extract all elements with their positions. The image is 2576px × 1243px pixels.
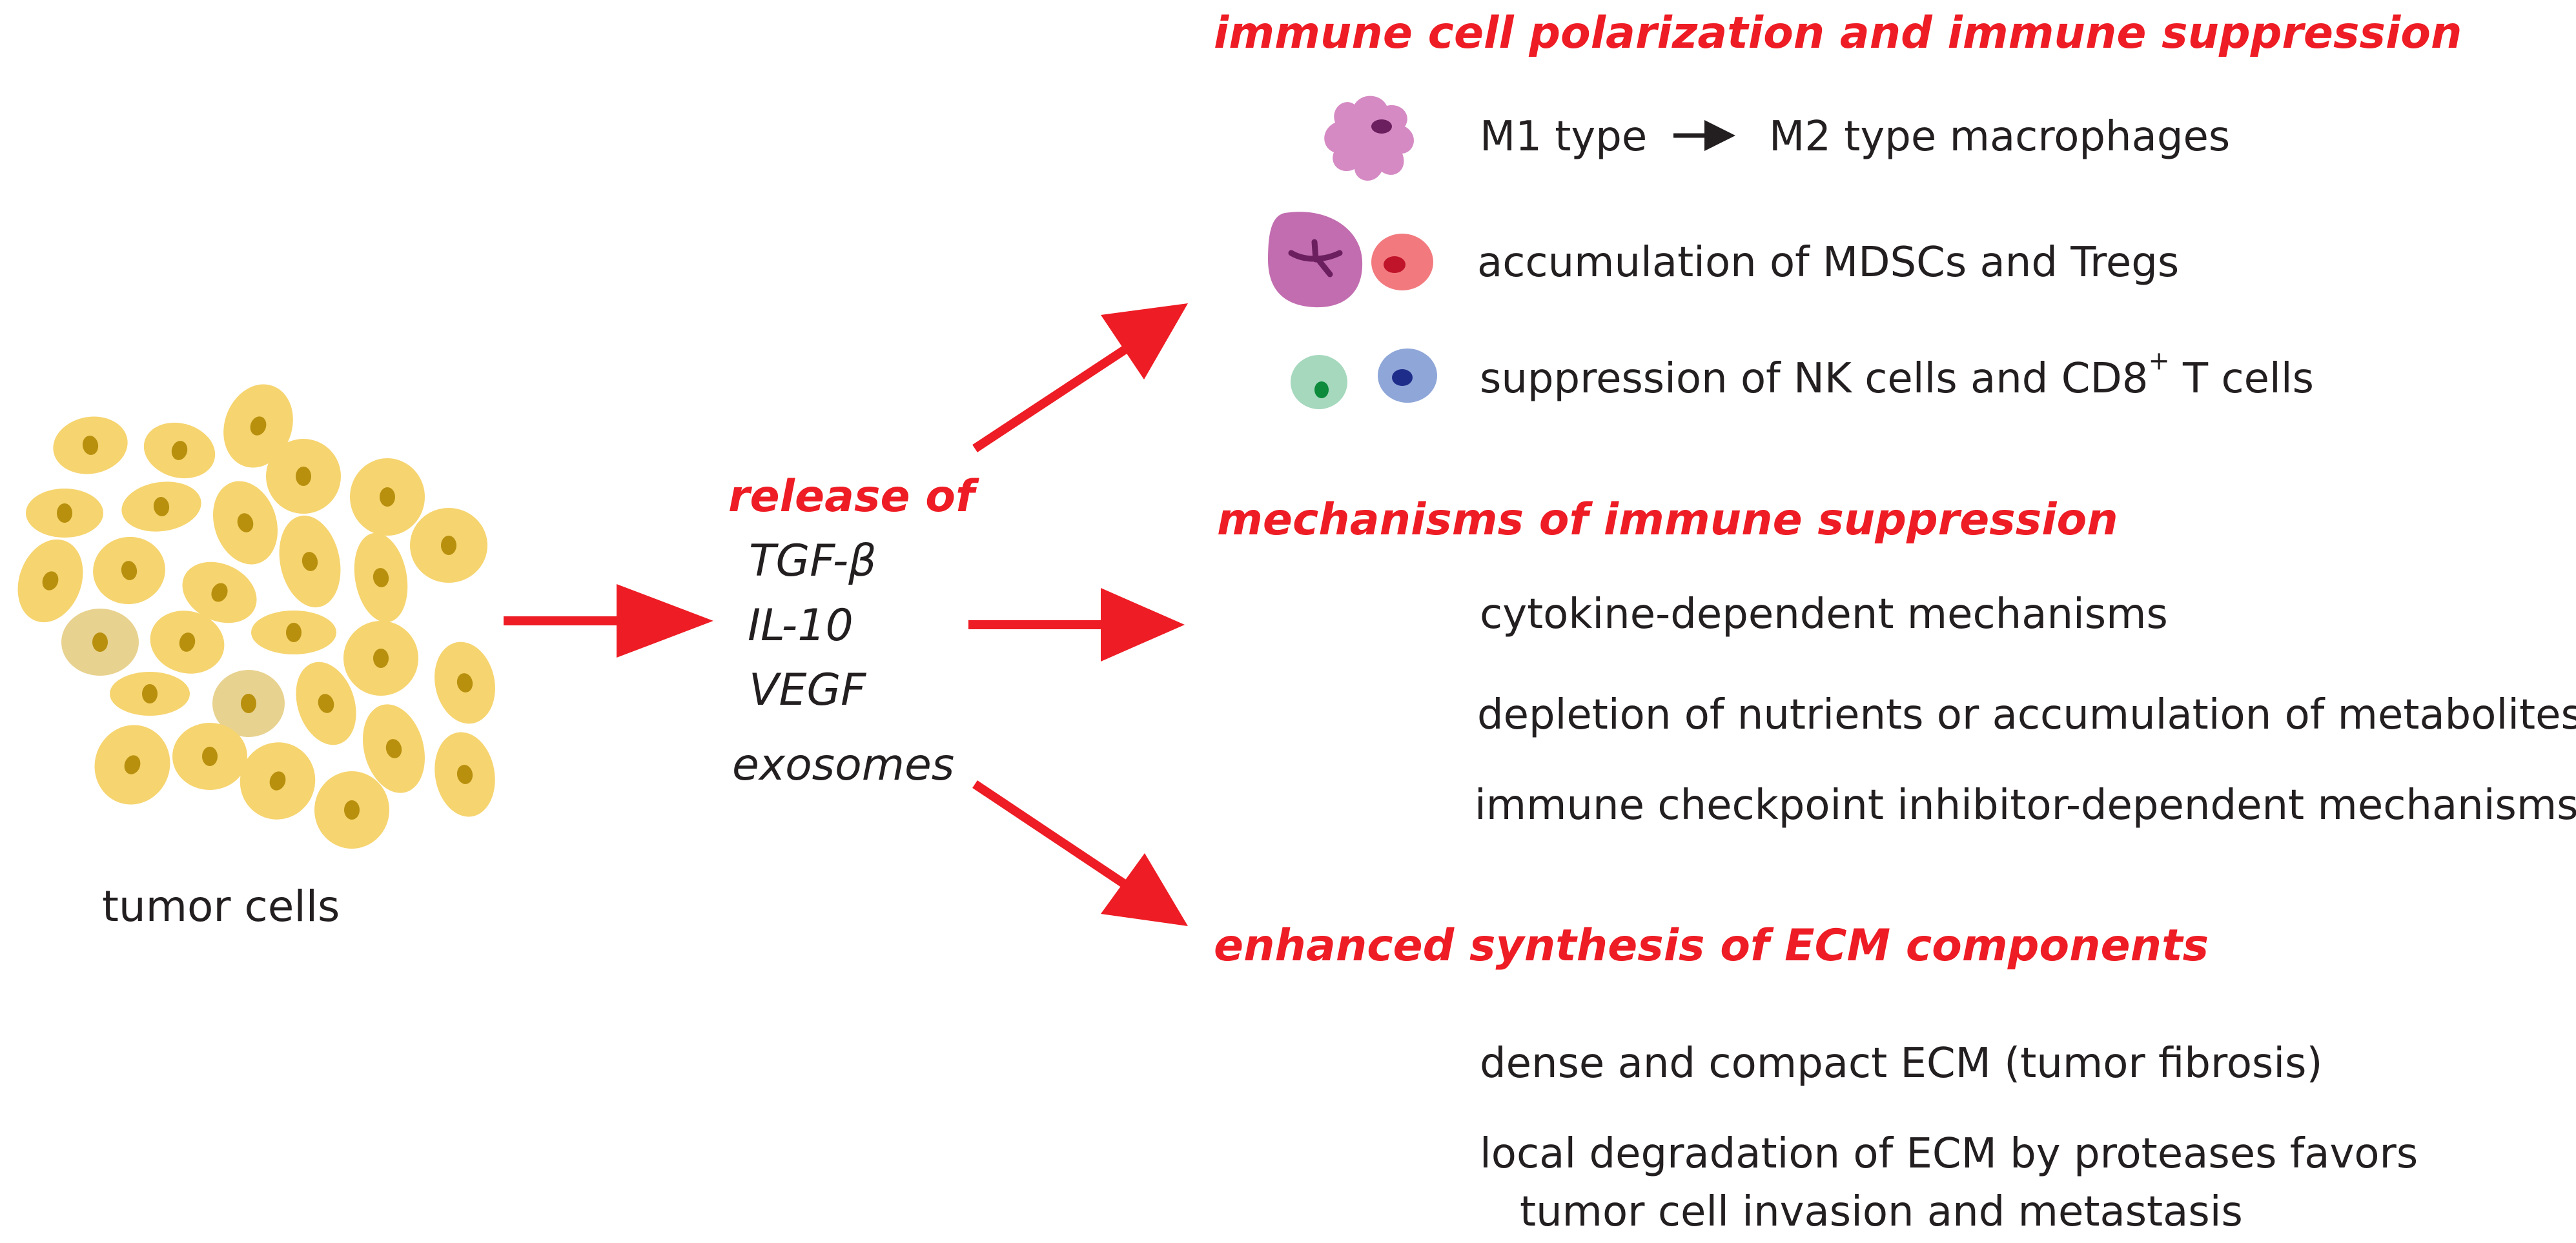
tumor-cell bbox=[143, 422, 216, 479]
arrow-to-immune-polarization bbox=[972, 303, 1188, 452]
tumor-cell bbox=[354, 532, 408, 623]
factor-exosomes: exosomes bbox=[732, 740, 955, 791]
nk-cd8-label: suppression of NK cells and CD8+ T cells bbox=[1480, 348, 2314, 399]
factor-il-10: IL-10 bbox=[748, 600, 854, 651]
tumor-cell bbox=[434, 642, 495, 724]
tumor-cell bbox=[223, 384, 293, 468]
cd8-superscript: + bbox=[2148, 346, 2170, 376]
tumor-cell bbox=[93, 536, 165, 605]
ecm-item-degradation-line2: tumor cell invasion and metastasis bbox=[1520, 1188, 2243, 1236]
tumor-cells-label: tumor cells bbox=[102, 882, 340, 931]
tumor-cell bbox=[363, 704, 425, 793]
tumor-cell bbox=[343, 621, 418, 696]
mdsc-treg-label: accumulation of MDSCs and Tregs bbox=[1477, 239, 2180, 287]
tumor-cell bbox=[410, 508, 487, 583]
tumor-cell bbox=[213, 481, 278, 565]
tumor-cell bbox=[150, 611, 225, 674]
m1-macrophage-icon bbox=[1324, 96, 1414, 181]
ecm-item-dense: dense and compact ECM (tumor fibrosis) bbox=[1480, 1040, 2323, 1087]
tumor-cell bbox=[266, 439, 341, 514]
ecm-heading: enhanced synthesis of ECM components bbox=[1214, 920, 2209, 971]
mdsc-cell-icon bbox=[1268, 212, 1363, 308]
ecm-item-degradation-line1: local degradation of ECM by proteases fa… bbox=[1480, 1130, 2418, 1178]
treg-cell-icon bbox=[1371, 234, 1433, 290]
tumor-cell bbox=[182, 561, 257, 623]
mechanism-item-checkpoint: immune checkpoint inhibitor-dependent me… bbox=[1475, 782, 2576, 829]
tumor-cell bbox=[434, 732, 495, 817]
tumor-cell bbox=[110, 672, 190, 716]
tumor-cell bbox=[212, 670, 285, 737]
arrow-to-ecm-synthesis bbox=[972, 780, 1188, 926]
nk-cd8-label-suffix: T cells bbox=[2169, 355, 2314, 403]
m1-type-label: M1 type bbox=[1480, 113, 1648, 161]
tumor-cell bbox=[314, 771, 389, 849]
cd8-t-cell-icon bbox=[1378, 349, 1437, 403]
mechanism-item-cytokine: cytokine-dependent mechanisms bbox=[1480, 591, 2168, 638]
transition-arrow-icon bbox=[1673, 120, 1735, 151]
tumor-cell bbox=[121, 481, 201, 532]
tumor-cell bbox=[53, 416, 128, 474]
tumor-cell bbox=[94, 725, 170, 805]
factor-tgf-beta: TGF-β bbox=[749, 536, 877, 587]
tumor-cell bbox=[350, 458, 425, 536]
tumor-cell bbox=[240, 742, 316, 820]
arrow-to-mechanisms bbox=[968, 588, 1185, 662]
m2-type-label: M2 type macrophages bbox=[1769, 113, 2231, 161]
tumor-cell bbox=[251, 611, 336, 654]
tumor-cell bbox=[26, 489, 103, 538]
nk-cell-icon bbox=[1291, 355, 1347, 409]
nk-cd8-label-prefix: suppression of NK cells and CD8 bbox=[1480, 355, 2149, 403]
immune-polarization-heading: immune cell polarization and immune supp… bbox=[1214, 8, 2462, 59]
mechanisms-heading: mechanisms of immune suppression bbox=[1217, 494, 2118, 545]
tumor-cell bbox=[61, 609, 139, 676]
release-heading: release of bbox=[728, 471, 975, 522]
factor-vegf: VEGF bbox=[749, 665, 866, 716]
tumor-cell bbox=[296, 662, 356, 745]
tumor-cell bbox=[279, 515, 341, 608]
tumor-cell bbox=[17, 539, 83, 623]
mechanism-item-nutrients: depletion of nutrients or accumulation o… bbox=[1477, 691, 2576, 739]
tumor-cell-cluster bbox=[17, 384, 495, 849]
tumor-cell bbox=[172, 723, 247, 790]
arrow-tumor-to-release bbox=[504, 584, 713, 658]
